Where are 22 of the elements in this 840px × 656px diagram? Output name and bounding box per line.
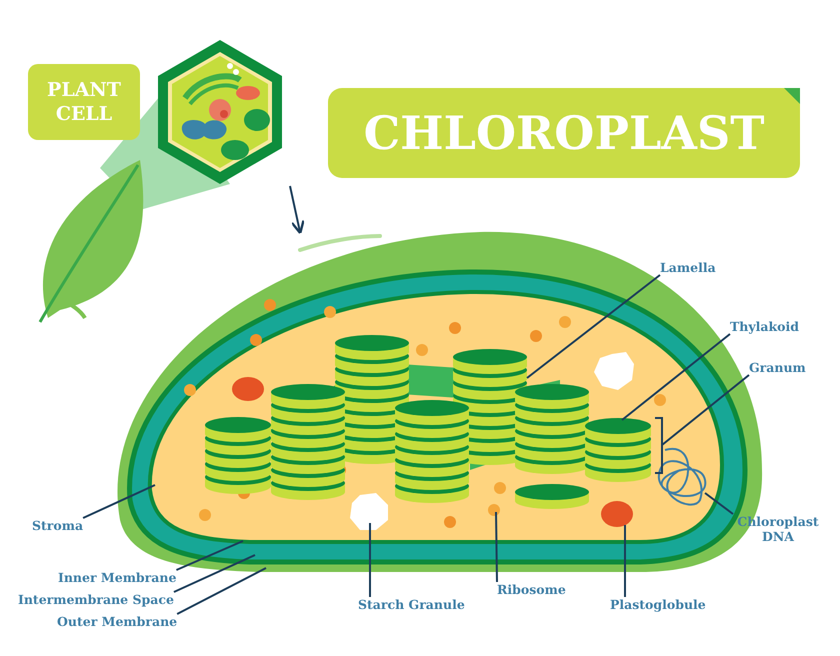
leader-line	[624, 525, 626, 597]
leader-line	[369, 523, 371, 597]
leader-line	[621, 333, 731, 421]
part-label: Plastoglobule	[610, 597, 706, 612]
label-tag: PLANT CELL	[28, 64, 140, 140]
leader-line	[495, 512, 498, 582]
leader-line	[661, 374, 750, 446]
part-label: Lamella	[660, 260, 716, 275]
part-label: Outer Membrane	[57, 614, 178, 629]
leader-line	[176, 567, 266, 615]
part-label: Inner Membrane	[58, 570, 176, 585]
leader-line	[82, 484, 156, 519]
part-label: Ribosome	[497, 582, 566, 597]
arrow	[289, 186, 305, 234]
part-label: Thylakoid	[730, 319, 799, 334]
part-label: Starch Granule	[358, 597, 465, 612]
leader-line	[176, 540, 244, 571]
part-label: Granum	[749, 360, 806, 375]
part-label: Intermembrane Space	[18, 592, 174, 607]
leader-line	[174, 554, 256, 593]
part-label: Stroma	[32, 518, 84, 533]
title-banner: CHLOROPLAST	[328, 88, 800, 178]
